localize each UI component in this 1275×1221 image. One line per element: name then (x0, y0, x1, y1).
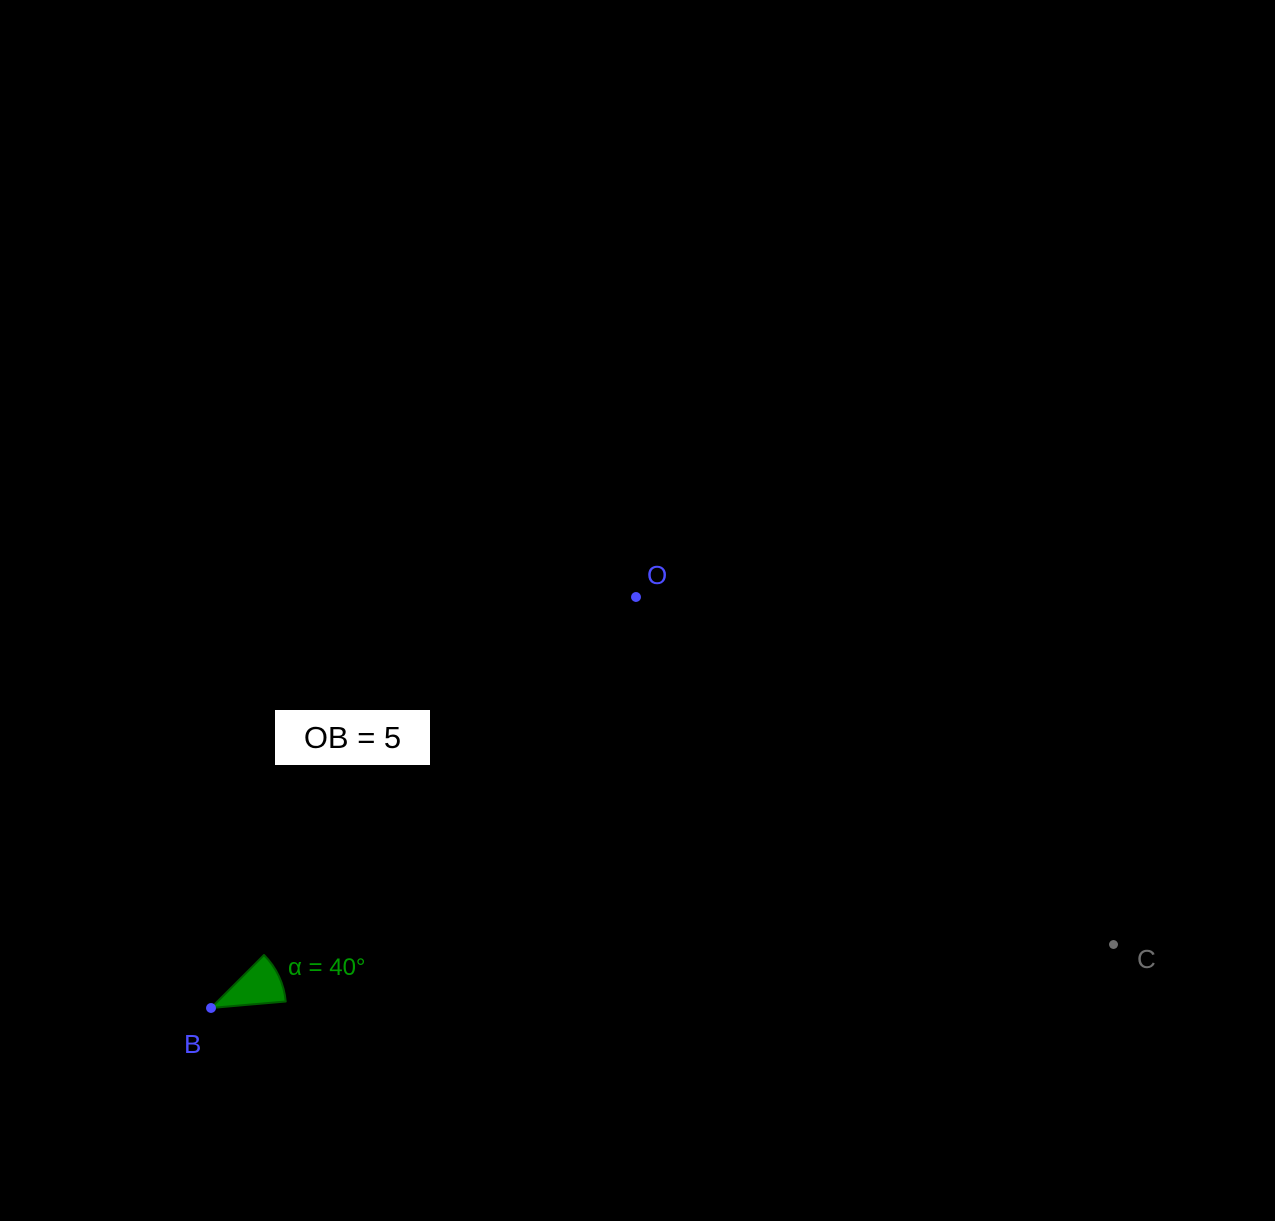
point-C-label: C (1137, 944, 1156, 974)
point-B[interactable] (206, 1003, 216, 1013)
point-C[interactable] (1109, 940, 1118, 949)
point-O-label: O (647, 560, 668, 590)
point-B-label: B (184, 1029, 202, 1059)
point-O[interactable] (631, 592, 641, 602)
angle-label: α = 40° (288, 954, 366, 981)
measurement-text: OB = 5 (303, 719, 402, 755)
measurement-box: OB = 5 (275, 710, 430, 765)
angle-sector[interactable] (210, 954, 287, 1009)
angle-sector-svg (210, 954, 287, 1009)
